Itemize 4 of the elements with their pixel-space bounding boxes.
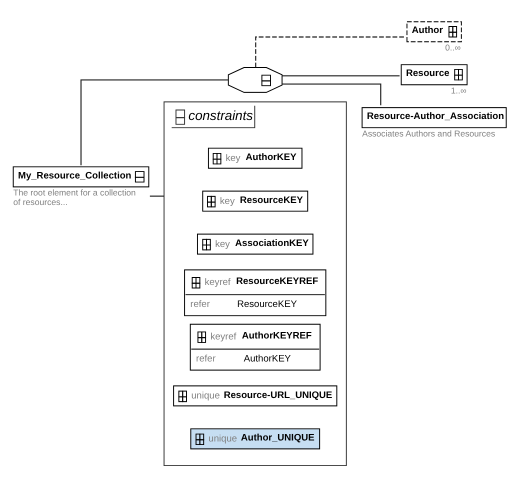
node-label: 1..∞ [450,86,467,96]
node-label: 0..∞ [445,42,461,53]
node-label: Associates Authors and Resources [362,128,496,138]
node-label: The root element for a collection of resources... [13,188,136,208]
